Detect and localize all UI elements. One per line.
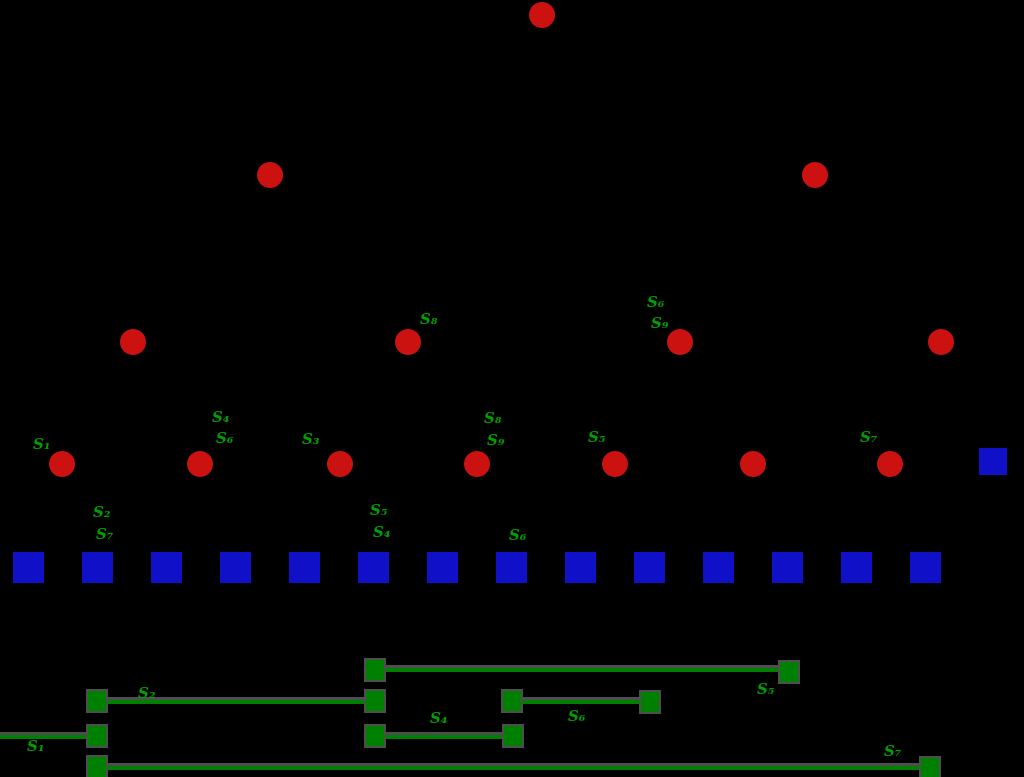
tree-node [877,451,903,477]
tree-edge [614,463,650,568]
tree-edge [476,463,512,568]
sequence-label: S₆ [509,526,527,544]
tree-edge [165,463,201,568]
tree-edge [717,463,754,568]
interval-line [512,697,650,704]
interval-label: S₇ [884,742,902,760]
sequence-label: S₄ [212,408,230,426]
leaf-square [81,551,113,583]
interval-label: S₄ [430,709,448,727]
interval-line [97,763,930,770]
tree-edge [339,463,374,568]
sequence-label: S₆ [216,429,234,447]
tree-edge [541,14,816,176]
tree-edge [132,174,271,343]
interval-endpoint-square [919,756,941,777]
interval-label: S₅ [757,680,775,698]
tree-edge [407,341,478,465]
tree-node [49,451,75,477]
interval-endpoint-square [364,658,386,682]
tree-edge [889,341,942,465]
tree-edge [441,463,478,568]
tree-edge [889,463,926,568]
tree-edge [269,174,409,343]
sequence-label: S₉ [487,431,505,449]
sequence-label: S₅ [588,428,606,446]
tree-edge [679,174,816,343]
leaf-square [564,551,596,583]
interval-line [375,732,513,739]
tree-edge [579,463,616,568]
sequence-label: S₁ [33,435,51,453]
tree-node [802,162,828,188]
tree-edge [61,463,98,568]
interval-endpoint-square [502,724,524,748]
sequence-label: S₈ [420,310,438,328]
interval-label: S₁ [27,737,45,755]
interval-endpoint-square [639,690,661,714]
tree-edge [339,341,409,465]
tree-edge [679,341,754,465]
leaf-square [288,551,320,583]
tree-node [928,329,954,355]
tree-edge [132,341,201,465]
tree-node [395,329,421,355]
interval-endpoint-square [364,689,386,713]
interval-endpoint-square [86,689,108,713]
sequence-label: S₇ [96,525,114,543]
tree-edge [940,341,994,462]
leaf-square [150,551,182,583]
leaf-square [979,447,1007,475]
tree-edge [752,463,788,568]
interval-label: S₂ [138,684,156,702]
tree-node [257,162,283,188]
interval-line [0,732,97,739]
sequence-label: S₈ [484,409,502,427]
interval-label: S₆ [568,707,586,725]
tree-node [187,451,213,477]
tree-node [529,2,555,28]
tree-edge [199,463,236,568]
sequence-label: S₅ [370,501,388,519]
tree-node [667,329,693,355]
sequence-label: S₉ [651,314,669,332]
interval-endpoint-square [364,724,386,748]
tree-node [120,329,146,355]
tree-edge [814,174,942,343]
sequence-label: S₄ [373,523,391,541]
leaf-square [495,551,527,583]
tree-edge [614,341,681,465]
tree-edge [27,463,63,568]
interval-line [97,697,375,704]
interval-endpoint-square [501,689,523,713]
interval-line [375,665,789,672]
tree-edge [303,463,341,568]
tree-edge [855,463,891,568]
leaf-square [909,551,941,583]
tree-node [602,451,628,477]
leaf-square [357,551,389,583]
leaf-square [426,551,458,583]
tree-edge [269,14,543,176]
interval-endpoint-square [86,724,108,748]
leaf-square [219,551,251,583]
leaf-square [840,551,872,583]
sequence-label: S₆ [647,293,665,311]
sequence-label: S₂ [93,503,111,521]
sequence-label: S₃ [302,430,320,448]
tree-node [464,451,490,477]
leaf-square [771,551,803,583]
sequence-label: S₇ [860,428,878,446]
interval-endpoint-square [778,660,800,684]
tree-node [327,451,353,477]
interval-endpoint-square [86,755,108,777]
leaf-square [633,551,665,583]
tree-edge [61,341,134,465]
leaf-square [12,551,44,583]
tree-node [740,451,766,477]
leaf-square [702,551,734,583]
